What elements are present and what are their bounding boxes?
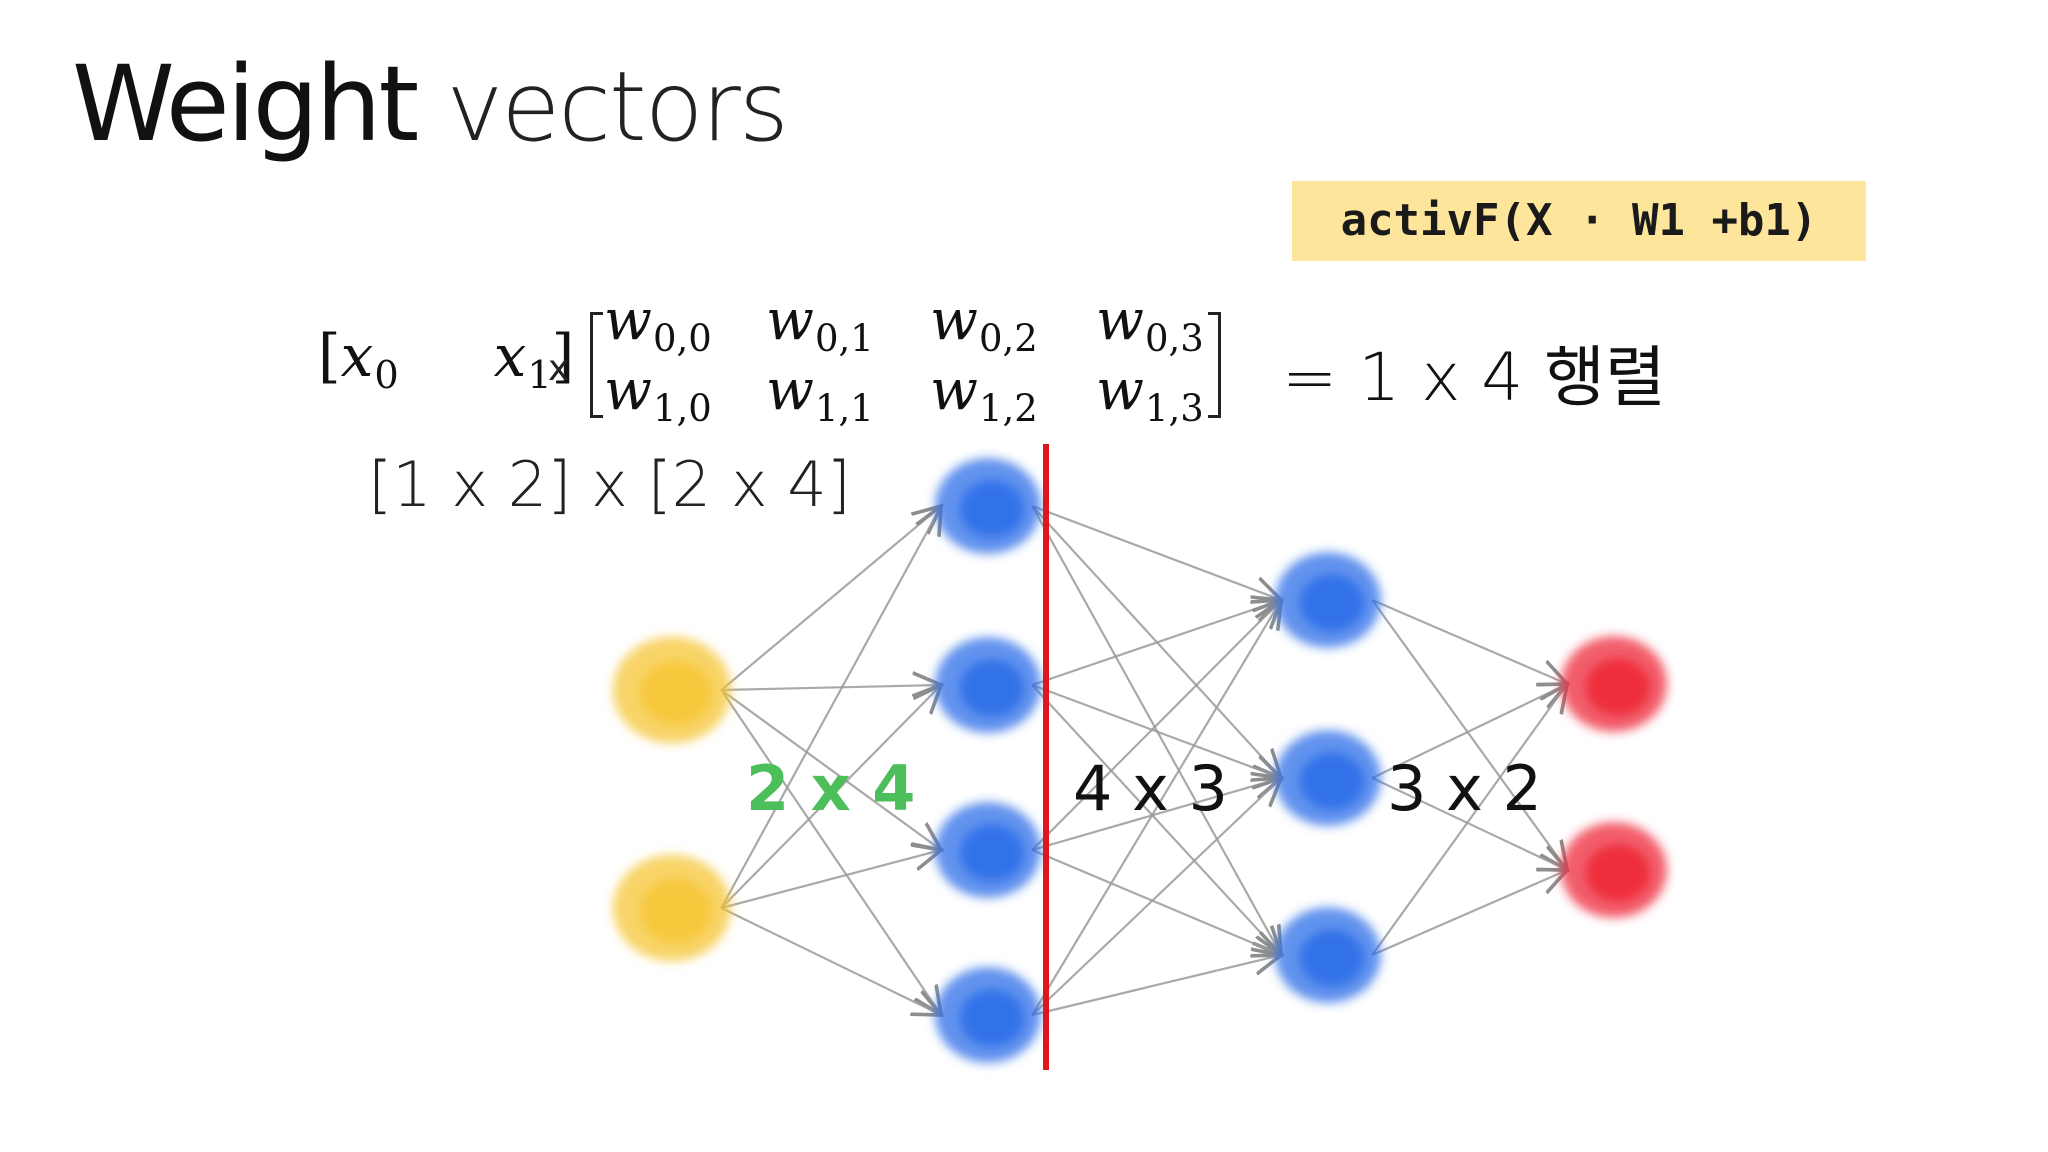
activation-formula-box: activF(X · W1 +b1) [1292,181,1866,261]
multiply-sign: x [548,348,570,389]
input-vector-x0: x0 [340,322,399,399]
matrix-cell-1-0: w1,0 [604,358,712,430]
node-output-0 [1560,636,1668,732]
edge-input-1-to-hidden-1-1 [720,685,941,909]
node-input-1 [612,854,732,962]
node-hidden-2-2 [1274,907,1382,1003]
edge-hidden-2-2-to-output-0 [1371,684,1567,956]
result-label: = 1 x 4 행렬 [1282,339,1666,416]
edge-hidden-2-1-to-output-0 [1371,684,1567,779]
edge-hidden-2-0-to-output-0 [1371,598,1567,684]
node-hidden-1-1 [934,637,1042,733]
edge-hidden-1-2-to-hidden-2-1 [1031,778,1281,852]
edge-hidden-2-1-to-output-1 [1371,777,1567,870]
slide-title: Weight vectors [72,52,789,156]
edge-hidden-2-2-to-output-1 [1371,870,1567,957]
input-vector-x1: x1 [493,322,552,399]
edge-input-0-to-hidden-1-1 [721,685,941,690]
matrix-cell-0-2: w0,2 [930,288,1038,360]
node-hidden-2-1 [1274,730,1382,826]
edge-input-0-to-hidden-1-0 [720,506,941,691]
node-input-0 [612,636,732,744]
matrix-cell-0-1: w0,1 [766,288,874,360]
network-edges [720,504,1567,1017]
edge-input-0-to-hidden-1-3 [720,689,941,1015]
matrix-cell-0-0: w0,0 [604,288,712,360]
edge-hidden-1-3-to-hidden-2-1 [1031,778,1281,1016]
edge-hidden-1-2-to-hidden-2-2 [1031,848,1281,955]
edge-hidden-1-1-to-hidden-2-1 [1031,683,1281,778]
matrix-cell-1-3: w1,3 [1096,358,1204,430]
matrix-cell-0-3: w0,3 [1096,288,1204,360]
node-hidden-1-3 [934,967,1042,1063]
edge-hidden-1-2-to-hidden-2-0 [1031,600,1281,851]
layer-label-input-hidden1: 2 x 4 [746,752,916,825]
edge-input-1-to-hidden-1-3 [720,907,941,1015]
network-nodes [612,458,1668,1063]
node-hidden-1-2 [934,802,1042,898]
dimension-label: [1 x 2] x [2 x 4] [368,448,851,521]
edge-hidden-1-1-to-hidden-2-2 [1031,684,1281,955]
edge-hidden-1-0-to-hidden-2-0 [1031,504,1281,600]
edge-hidden-2-0-to-output-1 [1371,599,1567,870]
matrix-left-bracket [590,312,603,418]
edge-input-1-to-hidden-1-2 [721,850,941,910]
edge-input-1-to-hidden-1-0 [720,506,941,909]
matrix-right-bracket [1208,312,1221,418]
edge-hidden-1-3-to-hidden-2-0 [1031,600,1281,1016]
node-hidden-2-0 [1274,552,1382,648]
matrix-cell-1-1: w1,1 [766,358,874,430]
edge-input-0-to-hidden-1-2 [720,689,941,850]
input-vector: [x0 x1] [318,322,575,399]
layer-label-hidden2-output: 3 x 2 [1387,752,1542,825]
node-output-1 [1560,822,1668,918]
slide-title-bold: Weight [72,43,419,165]
slide-title-light: vectors [446,51,789,163]
node-hidden-1-0 [934,458,1042,554]
edge-hidden-1-3-to-hidden-2-2 [1031,955,1281,1017]
matrix-cell-1-2: w1,2 [930,358,1038,430]
layer-label-hidden1-hidden2: 4 x 3 [1073,752,1228,825]
edge-hidden-1-1-to-hidden-2-0 [1031,600,1281,687]
